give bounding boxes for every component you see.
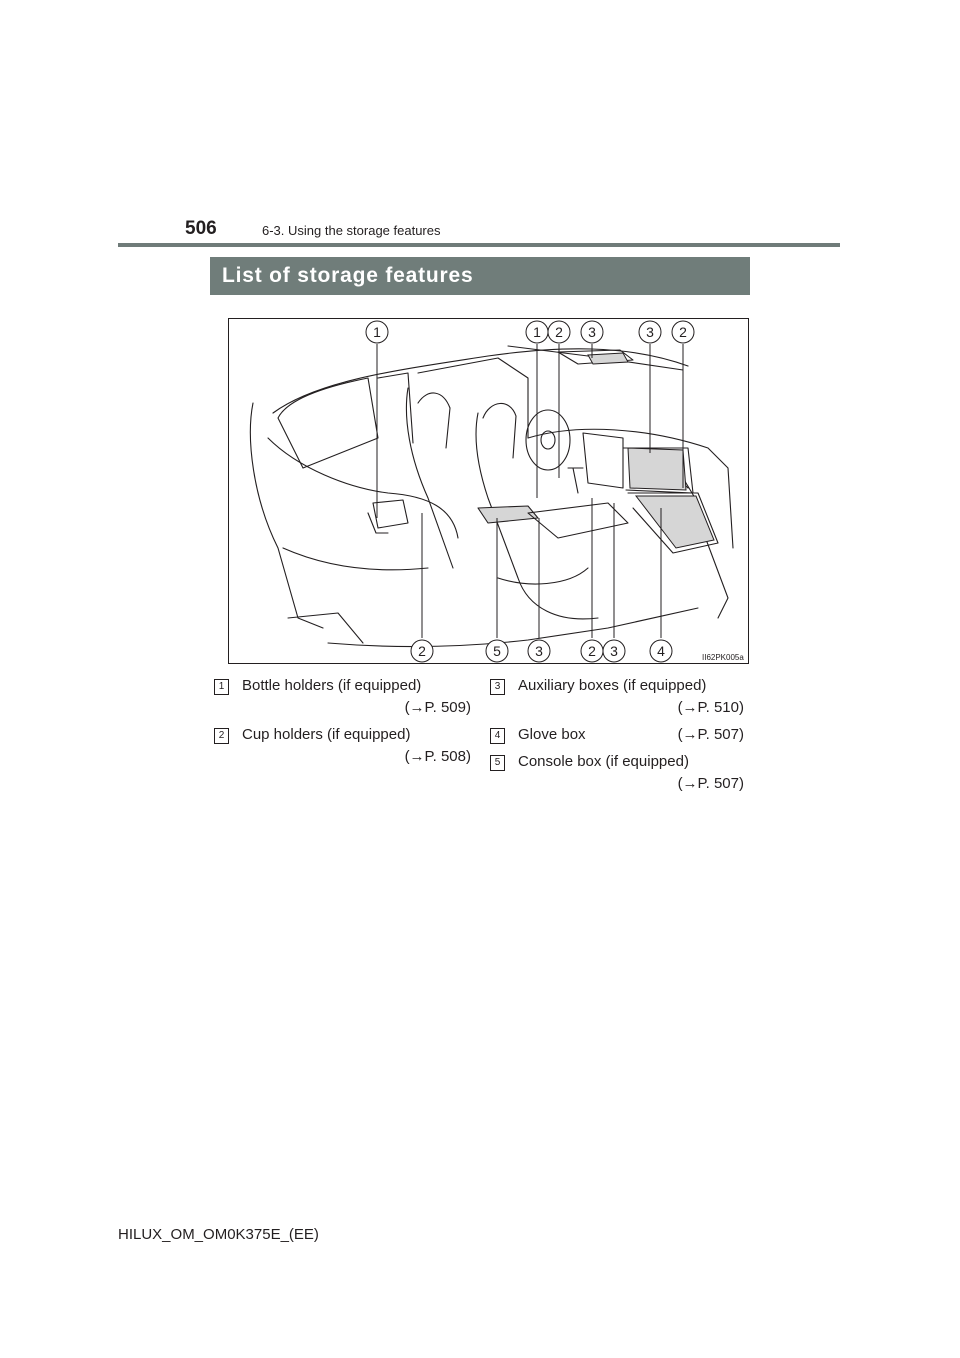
callout-circle: [638, 320, 662, 344]
callout-circle: [580, 320, 604, 344]
list-item: 1 Bottle holders (if equipped) (→P. 509): [214, 677, 471, 717]
callout-circle: [485, 639, 509, 663]
item-page-ref: (→P. 508): [404, 748, 471, 765]
item-number-box: 1: [214, 679, 229, 695]
glove-box-highlight: [634, 495, 715, 549]
heading-bar: List of storage features: [210, 257, 750, 295]
item-page-ref: (→P. 507): [677, 726, 744, 743]
callout-number: 1: [533, 324, 541, 340]
item-label: Console box (if equipped): [518, 753, 689, 770]
storage-highlights: [587, 352, 715, 549]
list-item: 2 Cup holders (if equipped) (→P. 508): [214, 726, 471, 766]
section-title: 6-3. Using the storage features: [262, 223, 441, 238]
auxiliary-box-highlight: [627, 447, 687, 491]
heading-title: List of storage features: [222, 264, 474, 287]
item-page-ref: (→P. 510): [677, 699, 744, 716]
overhead-box-highlight: [587, 352, 629, 365]
list-item: 4 Glove box (→P. 507): [490, 726, 744, 746]
interior-illustration-svg: 1 1 2 3 3 2 2 5 3 2 3 4 II62PK0: [228, 318, 749, 664]
callout-circle: [527, 639, 551, 663]
callout-circle: [547, 320, 571, 344]
item-number-box: 4: [490, 728, 505, 744]
footer-code: HILUX_OM_OM0K375E_(EE): [118, 1226, 319, 1243]
item-number-box: 2: [214, 728, 229, 744]
callout-number: 4: [657, 643, 665, 659]
bottom-callouts: 2 5 3 2 3 4: [410, 639, 673, 663]
callout-circle: [365, 320, 389, 344]
callout-number: 2: [418, 643, 426, 659]
item-label: Glove box: [518, 726, 586, 743]
item-page-ref: (→P. 509): [404, 699, 471, 716]
callout-number: 3: [610, 643, 618, 659]
callout-number: 2: [588, 643, 596, 659]
callout-number: 3: [646, 324, 654, 340]
callout-number: 3: [588, 324, 596, 340]
cabin-line-art: [249, 345, 734, 647]
callout-circle: [671, 320, 695, 344]
callout-number: 1: [373, 324, 381, 340]
item-label: Cup holders (if equipped): [242, 726, 411, 743]
callout-number: 5: [493, 643, 501, 659]
list-item: 3 Auxiliary boxes (if equipped) (→P. 510…: [490, 677, 744, 717]
item-label: Auxiliary boxes (if equipped): [518, 677, 707, 694]
item-label: Bottle holders (if equipped): [242, 677, 422, 694]
top-callouts: 1 1 2 3 3 2: [365, 320, 695, 344]
page-number: 506: [185, 218, 217, 239]
callout-number: 3: [535, 643, 543, 659]
callout-leaders: [376, 344, 684, 638]
callout-number: 2: [679, 324, 687, 340]
list-item: 5 Console box (if equipped) (→P. 507): [490, 753, 744, 793]
callout-number: 2: [555, 324, 563, 340]
item-number-box: 3: [490, 679, 505, 695]
item-number-box: 5: [490, 755, 505, 771]
callout-circle: [410, 639, 434, 663]
figure-code: II62PK005a: [702, 653, 744, 662]
interior-illustration: 1 1 2 3 3 2 2 5 3 2 3 4 II62PK0: [228, 318, 749, 664]
item-page-ref: (→P. 507): [677, 775, 744, 792]
callout-circle: [602, 639, 626, 663]
callout-circle: [649, 639, 673, 663]
header-rule: [118, 243, 840, 247]
